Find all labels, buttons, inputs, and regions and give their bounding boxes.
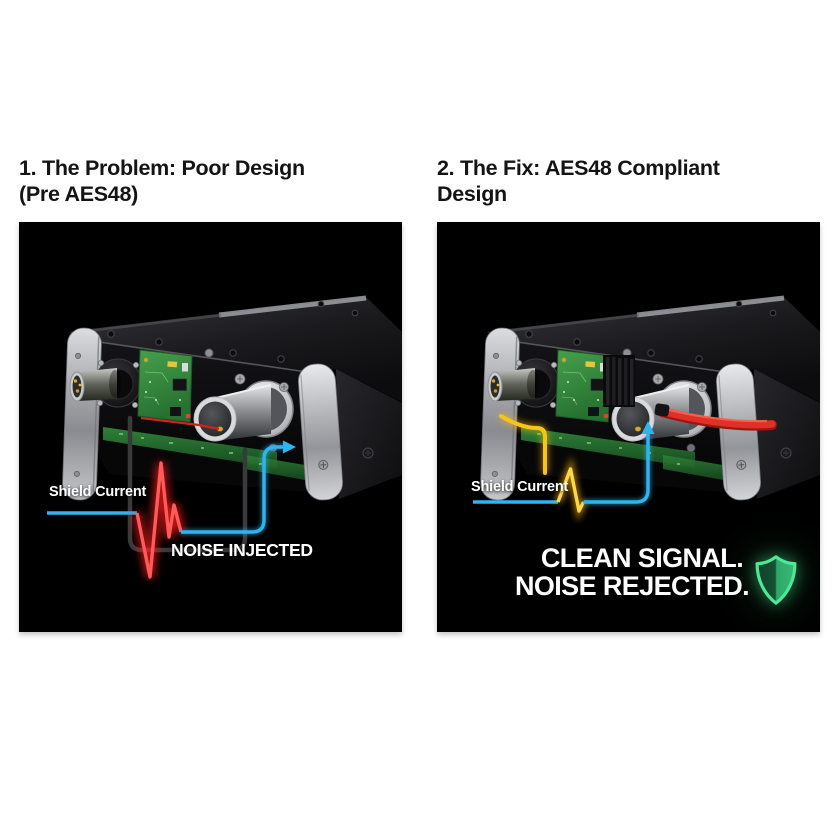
clean-spike-waveform (554, 456, 587, 522)
fix-illustration (473, 222, 820, 522)
right-title-line2: Design (437, 182, 507, 206)
signal-cable (654, 403, 777, 431)
shield-current-label: Shield Current (49, 484, 147, 500)
clean-signal-line: CLEAN SIGNAL. (540, 543, 744, 573)
noise-waveform (133, 461, 185, 579)
right-panel-title: 2. The Fix: AES48 Compliant Design (437, 155, 837, 207)
left-title-line1: 1. The Problem: Poor Design (19, 156, 305, 180)
right-title-line1: 2. The Fix: AES48 Compliant (437, 156, 720, 180)
noise-injection-arrow (181, 440, 296, 535)
heatsink (603, 355, 635, 407)
noise-injected-label: NOISE INJECTED (171, 540, 313, 560)
result-text: CLEAN SIGNAL. NOISE REJECTED. (497, 544, 787, 600)
shield-current-label: Shield Current (471, 479, 569, 495)
ground-wire-loop (127, 415, 248, 553)
problem-illustration (47, 222, 402, 579)
fix-panel: Shield Current CLEAN SIGNAL. NOISE REJEC… (437, 222, 820, 632)
left-title-line2: (Pre AES48) (19, 182, 138, 206)
noise-rejected-line: NOISE REJECTED. (514, 571, 750, 601)
clean-signal-arrow (583, 421, 655, 505)
red-trace-wire (140, 416, 220, 431)
problem-panel: Shield Current NOISE INJECTED (19, 222, 402, 632)
left-panel-title: 1. The Problem: Poor Design (Pre AES48) (19, 155, 419, 207)
shield-check-icon (755, 554, 797, 606)
bond-wire (499, 412, 549, 475)
